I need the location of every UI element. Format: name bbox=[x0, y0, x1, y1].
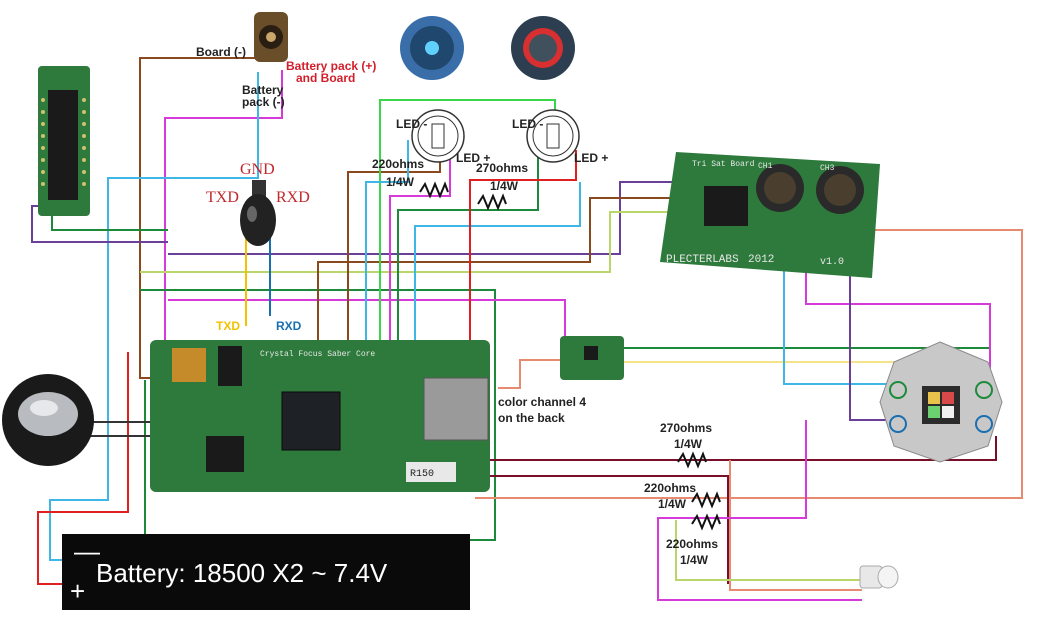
switch-footprint-2 bbox=[526, 109, 580, 163]
label-r1-value: 220ohms bbox=[372, 157, 424, 171]
wire-lime bbox=[140, 211, 680, 273]
label-led-minus-2: LED - bbox=[512, 117, 543, 131]
wire-darkred-2 bbox=[475, 475, 729, 584]
resistor-r150-label: R150 bbox=[410, 469, 434, 480]
label-led-plus-2: LED + bbox=[574, 151, 608, 165]
label-color-channel-2: on the back bbox=[498, 411, 565, 425]
wire-red-battery bbox=[37, 352, 129, 585]
label-board-minus: Board (-) bbox=[196, 45, 246, 59]
wire-board-minus bbox=[139, 57, 258, 379]
star-led bbox=[879, 341, 1003, 463]
rgb-led-5mm bbox=[859, 565, 899, 589]
wire-magenta-mid bbox=[168, 299, 566, 345]
serial-jack bbox=[240, 180, 276, 246]
push-button-red bbox=[511, 16, 575, 80]
wire-yellow-right bbox=[620, 361, 901, 378]
resistors bbox=[419, 181, 721, 531]
wire-salmon bbox=[498, 359, 560, 389]
wire-cyan-left bbox=[49, 72, 259, 561]
main-board: R150 Crystal Focus Saber Core bbox=[150, 340, 490, 492]
label-gnd: GND bbox=[240, 161, 275, 178]
board-brand-label: PLECTERLABS bbox=[666, 254, 739, 266]
label-r2-watt: 1/4W bbox=[490, 179, 519, 193]
speaker bbox=[2, 374, 94, 466]
resistor-2 bbox=[477, 193, 507, 211]
board-version-label: v1.0 bbox=[820, 257, 844, 268]
trisat-board: PLECTERLABS 2012 v1.0 Tri Sat Board CH1 … bbox=[660, 152, 880, 278]
small-board bbox=[560, 336, 624, 380]
label-r5-watt: 1/4W bbox=[680, 553, 709, 567]
resistor-1 bbox=[419, 181, 449, 199]
board-tag-label: Tri Sat Board bbox=[692, 160, 755, 169]
wire-cyan-right bbox=[783, 248, 896, 385]
wire-pink-bottom bbox=[729, 460, 862, 591]
label-rxd-top: RXD bbox=[276, 189, 310, 206]
board-ch3-label: CH3 bbox=[820, 164, 835, 173]
labels: Board (-) Battery pack (+) and Board Bat… bbox=[196, 45, 718, 567]
wire-magenta-right bbox=[805, 248, 991, 420]
wire-lime-bottom bbox=[675, 520, 862, 581]
label-battery-plus-2: and Board bbox=[296, 71, 355, 85]
label-r1-watt: 1/4W bbox=[386, 175, 415, 189]
wire-magenta-switch bbox=[389, 150, 451, 380]
label-r3-watt: 1/4W bbox=[674, 437, 703, 451]
wire-battery-plus bbox=[164, 70, 283, 345]
label-rxd: RXD bbox=[276, 319, 302, 333]
wire-purple-strip bbox=[31, 205, 168, 243]
label-r3-value: 270ohms bbox=[660, 421, 712, 435]
label-battery-plus-1: Battery pack (+) bbox=[286, 59, 376, 73]
resistor-3 bbox=[677, 451, 707, 469]
label-r4-watt: 1/4W bbox=[658, 497, 687, 511]
label-battery-minus-1: Battery bbox=[242, 83, 284, 97]
wire-purple-right bbox=[849, 248, 896, 421]
resistor-5 bbox=[691, 513, 721, 531]
wire-darkred bbox=[475, 436, 997, 461]
wire-green-long bbox=[140, 289, 496, 541]
battery-minus-label: — bbox=[74, 536, 100, 566]
label-led-minus-1: LED - bbox=[396, 117, 427, 131]
battery-plus-label: + bbox=[70, 576, 85, 606]
label-txd-top: TXD bbox=[206, 189, 239, 206]
label-color-channel-1: color channel 4 bbox=[498, 395, 586, 409]
board-year-label: 2012 bbox=[748, 254, 774, 266]
wire-cyan-mid bbox=[365, 140, 409, 372]
label-r4-value: 220ohms bbox=[644, 481, 696, 495]
battery: Battery: 18500 X2 ~ 7.4V — + bbox=[62, 534, 470, 610]
label-battery-minus-2: pack (-) bbox=[242, 95, 285, 109]
label-r5-value: 220ohms bbox=[666, 537, 718, 551]
wire-magenta-bottom bbox=[657, 420, 862, 601]
board-ch1-label: CH1 bbox=[758, 162, 773, 171]
dc-jack bbox=[254, 12, 288, 62]
push-button-blue bbox=[400, 16, 464, 80]
label-r2-value: 270ohms bbox=[476, 161, 528, 175]
wire-salmon-right bbox=[475, 229, 1023, 499]
switch-footprint-1 bbox=[411, 109, 465, 163]
wire-red-switch bbox=[469, 150, 577, 382]
wire-cyan-2 bbox=[414, 182, 581, 372]
resistor-4 bbox=[691, 491, 721, 509]
main-board-label: Crystal Focus Saber Core bbox=[260, 350, 375, 359]
wire-brown-2 bbox=[317, 197, 680, 372]
label-led-plus-1: LED + bbox=[456, 151, 490, 165]
label-txd: TXD bbox=[216, 319, 240, 333]
wire-purple-long bbox=[168, 181, 680, 255]
strip-pcb bbox=[38, 66, 90, 216]
battery-label: Battery: 18500 X2 ~ 7.4V bbox=[96, 558, 388, 588]
